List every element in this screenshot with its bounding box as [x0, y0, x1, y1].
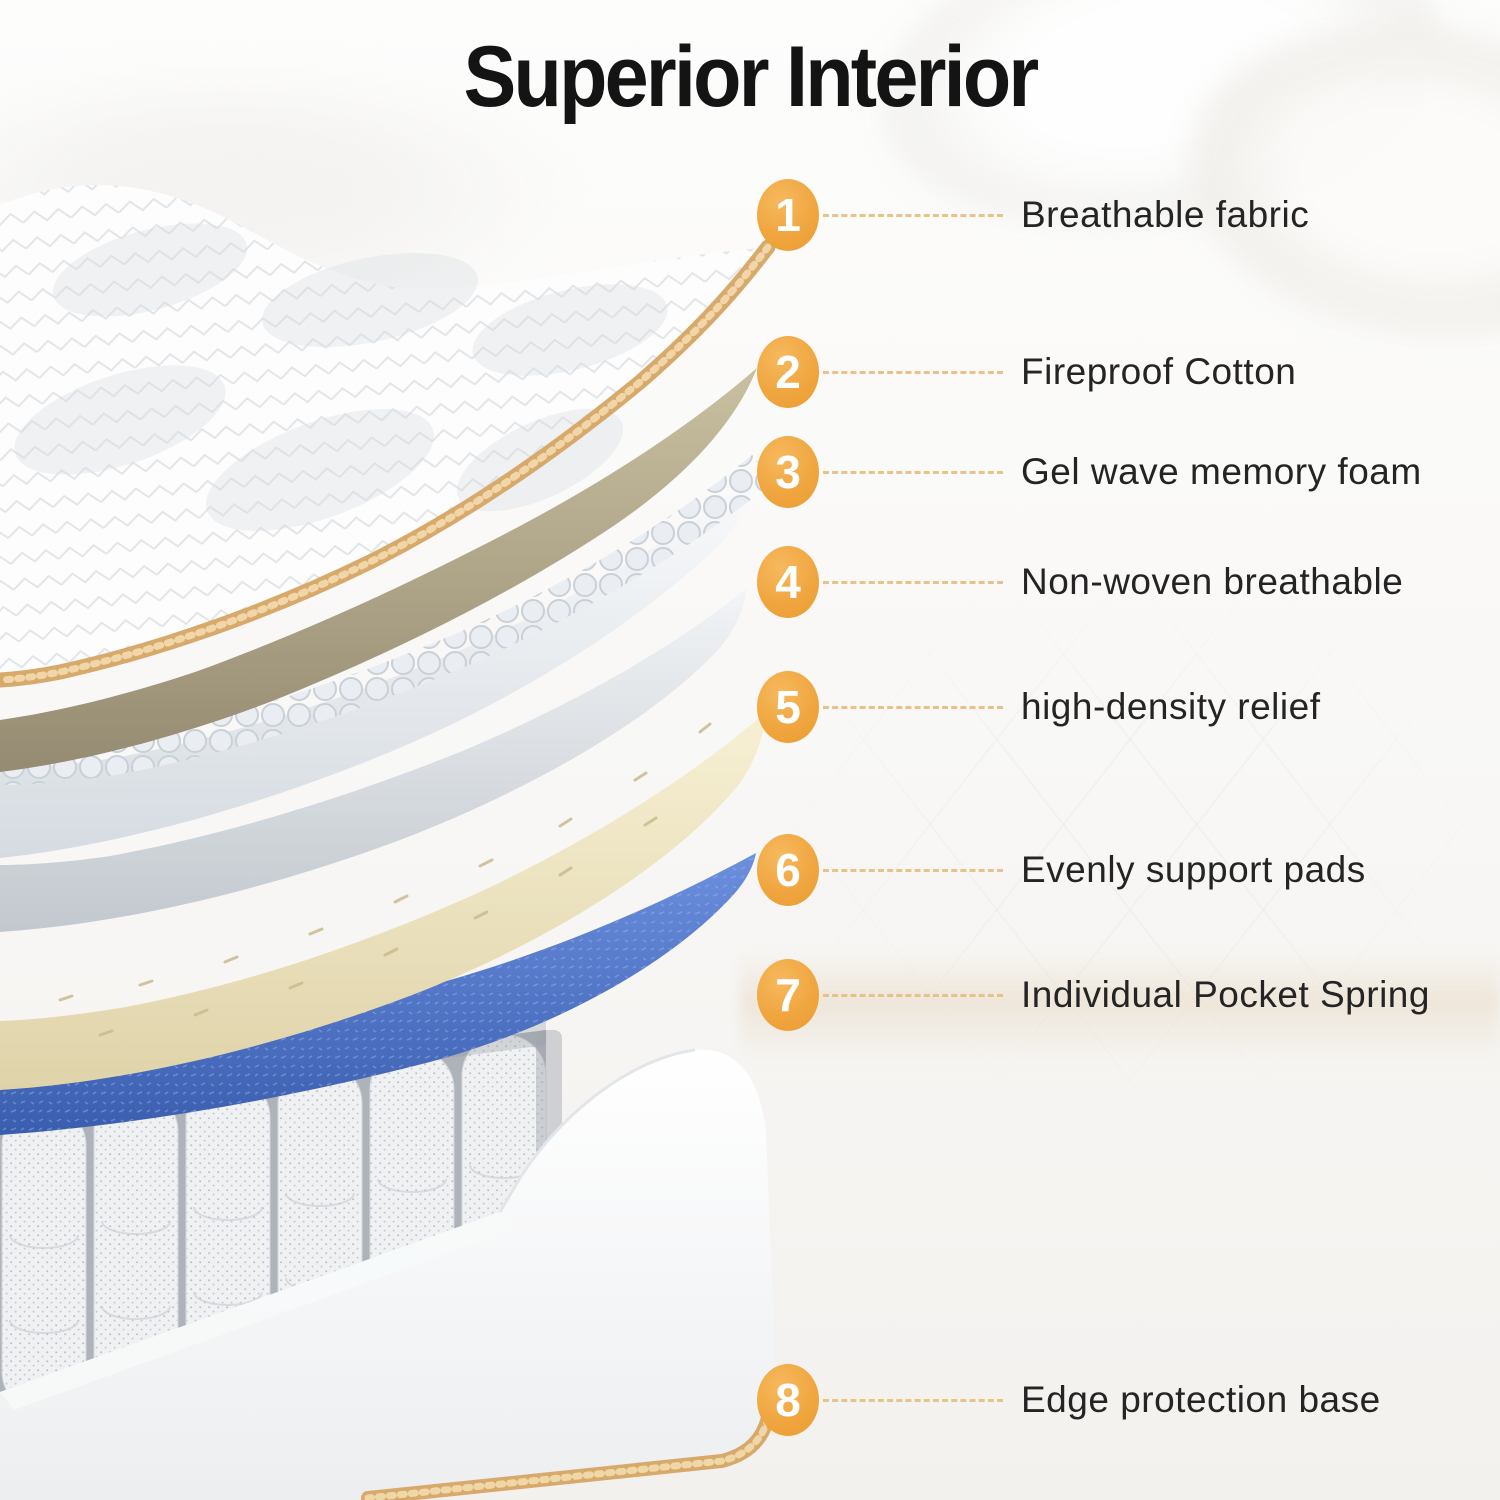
egg-crate-bumps — [0, 454, 774, 785]
callout-connector-line — [823, 993, 1003, 997]
callout-fireproof-cotton: 2 Fireproof Cotton — [757, 335, 1296, 409]
top-piping-rope-texture — [0, 243, 772, 684]
callout-connector-line — [823, 1398, 1003, 1402]
callout-connector-line — [823, 580, 1003, 584]
callout-label: Individual Pocket Spring — [1021, 974, 1430, 1015]
callout-number-badge: 5 — [757, 671, 819, 743]
callout-breathable-fabric: 1 Breathable fabric — [757, 178, 1309, 252]
callout-number-badge: 6 — [757, 834, 819, 906]
callout-label: Breathable fabric — [1021, 194, 1310, 235]
callout-label: Fireproof Cotton — [1021, 351, 1297, 392]
quilted-top-layer — [0, 185, 776, 688]
callout-label: Gel wave memory foam — [1021, 451, 1422, 492]
callout-number-badge: 2 — [757, 336, 819, 408]
callout-high-density-relief: 5 high-density relief — [757, 670, 1320, 744]
callout-connector-line — [823, 470, 1003, 474]
callout-label: high-density relief — [1021, 686, 1321, 727]
callout-edge-protection-base: 8 Edge protection base — [757, 1363, 1381, 1437]
callout-number-badge: 4 — [757, 546, 819, 618]
callout-connector-line — [823, 705, 1003, 709]
fireproof-cotton-layer — [0, 368, 757, 772]
callout-label: Edge protection base — [1021, 1379, 1381, 1420]
callout-number-badge: 1 — [757, 179, 819, 251]
callout-label: Evenly support pads — [1021, 849, 1366, 890]
callout-gel-wave-memory-foam: 3 Gel wave memory foam — [757, 435, 1422, 509]
callout-label: Non-woven breathable — [1021, 561, 1404, 602]
callout-number-badge: 3 — [757, 436, 819, 508]
callout-individual-pocket-spring: 7 Individual Pocket Spring — [757, 958, 1430, 1032]
non-woven-layer — [0, 588, 747, 932]
callout-evenly-support-pads: 6 Evenly support pads — [757, 833, 1366, 907]
gel-wave-memory-foam-layer — [0, 454, 774, 858]
callout-number-badge: 8 — [757, 1364, 819, 1436]
callout-connector-line — [823, 213, 1003, 217]
high-density-foam-layer — [0, 712, 766, 1090]
foam-perforations — [58, 722, 712, 1037]
callout-connector-line — [823, 370, 1003, 374]
callout-connector-line — [823, 868, 1003, 872]
page-title: Superior Interior — [463, 29, 1040, 125]
callout-non-woven-breathable: 4 Non-woven breathable — [757, 545, 1403, 619]
callout-number-badge: 7 — [757, 959, 819, 1031]
